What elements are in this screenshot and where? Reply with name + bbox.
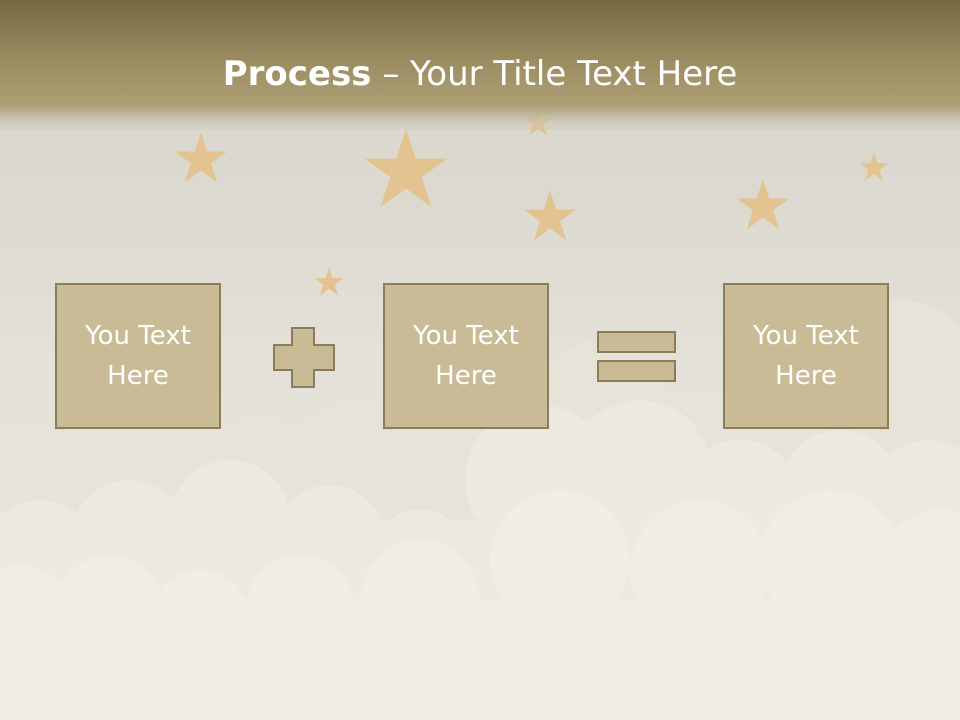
star-icon <box>523 190 577 241</box>
process-box-1[interactable]: You Text Here <box>55 283 221 429</box>
title-bold: Process <box>222 54 372 94</box>
stars <box>174 107 889 296</box>
process-box-1-text: You Text Here <box>85 321 191 391</box>
star-icon <box>859 152 889 181</box>
process-box-3-text: You Text Here <box>753 321 859 391</box>
star-icon <box>736 179 790 230</box>
front-cloud-layer <box>0 490 960 720</box>
star-icon <box>364 128 448 208</box>
plus-icon <box>273 327 335 388</box>
process-box-2[interactable]: You Text Here <box>383 283 549 429</box>
star-icon <box>314 267 344 296</box>
title-band <box>0 0 960 130</box>
equals-icon <box>597 331 676 382</box>
slide-title: Process – Your Title Text Here <box>0 52 960 96</box>
process-box-2-text: You Text Here <box>413 321 519 391</box>
star-icon <box>174 132 228 183</box>
title-rest: – Your Title Text Here <box>371 54 738 94</box>
process-box-3[interactable]: You Text Here <box>723 283 889 429</box>
